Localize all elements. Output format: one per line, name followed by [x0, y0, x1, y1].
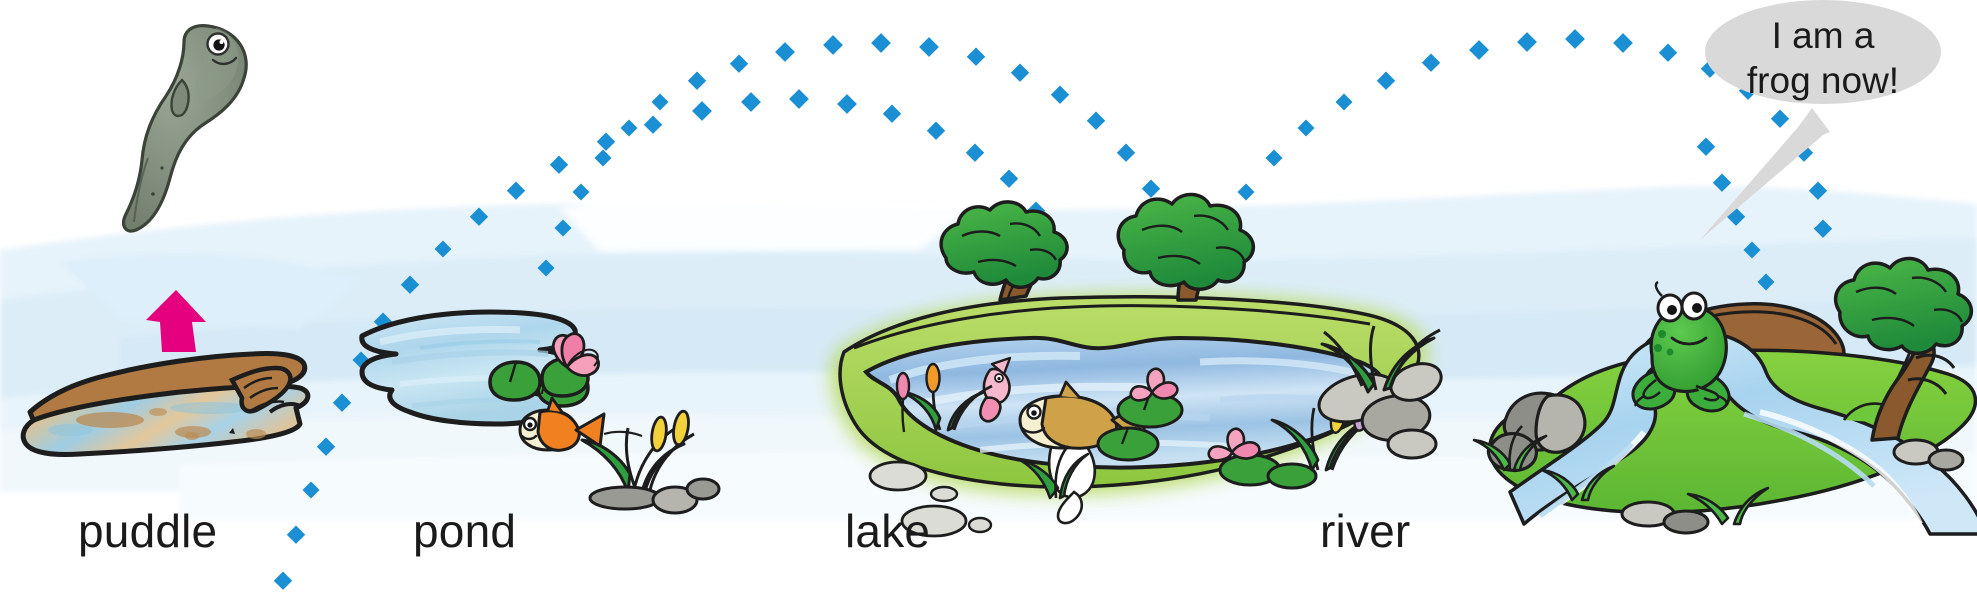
lake-stones — [868, 460, 993, 538]
lake-grass-tuft — [1018, 445, 1090, 500]
speech-bubble — [1700, 0, 1941, 240]
lake-fish-pink — [979, 356, 1012, 423]
lake-tree-left — [939, 200, 1069, 302]
pond-cattails — [580, 409, 695, 494]
label-lake: lake — [845, 505, 931, 557]
habitat-river — [1472, 256, 1977, 536]
label-pond: pond — [413, 505, 517, 557]
lake-tree-right — [1116, 192, 1255, 302]
label-river: river — [1320, 505, 1411, 557]
lake-water-lilies — [1129, 367, 1261, 462]
tadpole — [122, 24, 248, 233]
frog — [1631, 280, 1731, 413]
habitat-puddle — [20, 351, 311, 457]
pond-lotus-flower — [551, 332, 600, 377]
river-tree — [1833, 256, 1973, 442]
pond-rocks — [588, 477, 721, 515]
habitat-lake — [831, 192, 1443, 538]
pink-up-arrow — [146, 290, 206, 352]
lake-cattails-left — [895, 362, 993, 433]
lake-reeds-right — [1320, 325, 1441, 394]
pond-fish — [518, 396, 643, 452]
lake-lily-pads — [1096, 391, 1318, 490]
habitat-pond — [359, 309, 721, 515]
label-puddle: puddle — [78, 505, 218, 557]
lake-rocks-right — [1317, 362, 1443, 460]
